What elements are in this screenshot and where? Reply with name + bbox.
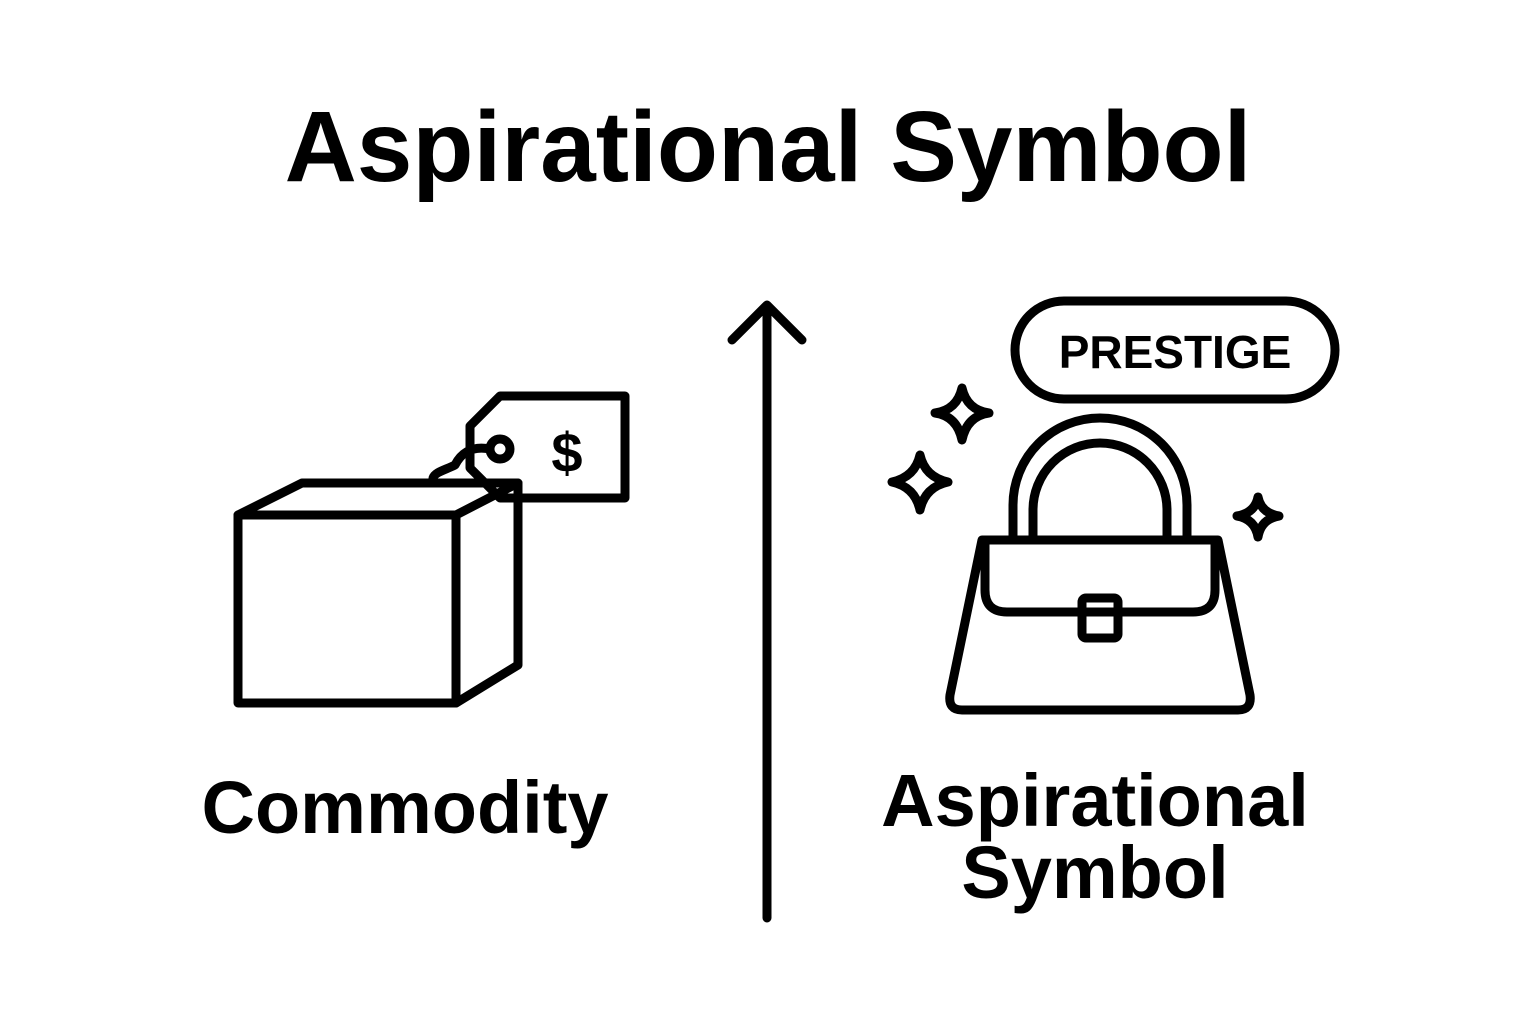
price-tag-icon: $ bbox=[428, 391, 630, 503]
price-symbol: $ bbox=[551, 421, 582, 484]
label-line-2: Symbol bbox=[961, 831, 1229, 914]
up-arrow-icon bbox=[727, 300, 807, 923]
sparkle-icons bbox=[887, 383, 1284, 542]
page-title: Aspirational Symbol bbox=[284, 91, 1252, 203]
label-line-1: Aspirational bbox=[881, 759, 1309, 842]
commodity-label: Commodity bbox=[201, 766, 609, 849]
handbag-icon bbox=[945, 413, 1255, 715]
box-icon bbox=[233, 478, 523, 708]
badge-text: PRESTIGE bbox=[1059, 326, 1292, 378]
prestige-badge: PRESTIGE bbox=[1010, 296, 1340, 404]
